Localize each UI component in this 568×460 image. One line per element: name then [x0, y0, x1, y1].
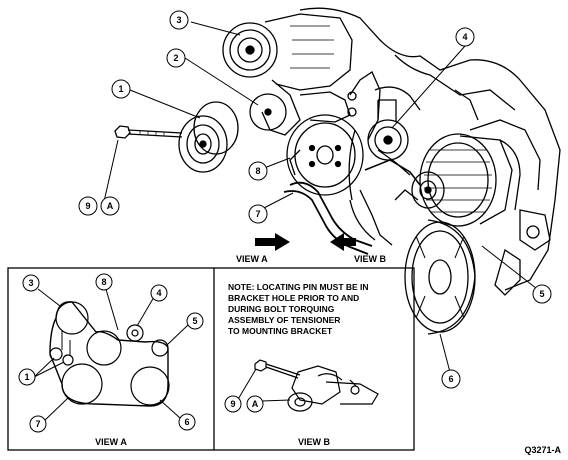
view-b-callout-9: 9	[224, 395, 242, 413]
callout-5-label: 5	[539, 289, 544, 299]
callout-6: 6	[441, 369, 461, 389]
note-line-1: NOTE: LOCATING PIN MUST BE IN	[228, 282, 369, 292]
callout-6-label: 6	[448, 374, 453, 384]
view-a-arrow: VIEW A	[236, 233, 290, 264]
view-b-arrow: VIEW B	[330, 233, 387, 264]
callout-4: 4	[455, 27, 475, 47]
callout-1-label: 1	[118, 84, 123, 94]
view-a-callout-4-label: 4	[156, 288, 161, 298]
view-a-belt-diagram	[49, 301, 170, 407]
main-callouts	[102, 21, 542, 377]
callout-9: 9	[78, 196, 98, 216]
view-b-callout-9-label: 9	[230, 399, 235, 409]
callout-a-label: A	[107, 201, 114, 211]
view-a-callout-7: 7	[29, 415, 47, 433]
view-a-callout-7-label: 7	[35, 419, 40, 429]
view-b-callout-a-label: A	[252, 399, 259, 409]
callout-3: 3	[169, 10, 189, 30]
view-b-callout-a: A	[246, 395, 264, 413]
callout-1: 1	[111, 79, 131, 99]
engine-illustration	[114, 7, 561, 335]
figure-code: Q3271-A	[524, 445, 561, 455]
view-a-callout-1-label: 1	[24, 372, 29, 382]
callout-2-label: 2	[173, 53, 178, 63]
view-a-callout-3-label: 3	[28, 278, 33, 288]
view-a-callout-6: 6	[178, 413, 196, 431]
inset-frame	[7, 267, 415, 451]
view-b-note: NOTE: LOCATING PIN MUST BE IN BRACKET HO…	[228, 282, 371, 336]
view-a-callout-5-label: 5	[192, 316, 197, 326]
view-a-callout-4: 4	[150, 284, 168, 302]
view-a-callout-3: 3	[22, 274, 40, 292]
view-a-inset: 3 8 4 5 1 7 6 VIEW A	[18, 273, 204, 447]
view-a-callout-8-label: 8	[101, 277, 106, 287]
view-a-callout-8: 8	[95, 273, 113, 291]
view-b-leaders	[236, 368, 291, 402]
callout-3-label: 3	[176, 15, 181, 25]
callout-4-label: 4	[462, 32, 467, 42]
callout-8: 8	[248, 161, 268, 181]
callout-5: 5	[532, 284, 552, 304]
note-line-3: DURING BOLT TORQUING	[228, 304, 335, 314]
view-b-label: VIEW B	[298, 437, 331, 447]
callout-a: A	[100, 196, 120, 216]
callout-7: 7	[248, 204, 268, 224]
callout-9-label: 9	[85, 201, 90, 211]
note-line-5: TO MOUNTING BRACKET	[228, 326, 333, 336]
note-line-2: BRACKET HOLE PRIOR TO AND	[228, 293, 359, 303]
callout-7-label: 7	[255, 209, 260, 219]
view-a-arrow-label: VIEW A	[236, 254, 268, 264]
view-a-leaders	[33, 285, 189, 423]
view-a-callout-1: 1	[18, 368, 36, 386]
callout-8-label: 8	[255, 166, 260, 176]
view-b-arrow-label: VIEW B	[354, 254, 387, 264]
note-line-4: ASSEMBLY OF TENSIONER	[228, 315, 340, 325]
view-b-tensioner-drawing	[254, 359, 379, 412]
view-a-callout-5: 5	[186, 312, 204, 330]
view-a-label: VIEW A	[95, 437, 127, 447]
view-b-inset: NOTE: LOCATING PIN MUST BE IN BRACKET HO…	[224, 282, 379, 447]
callout-2: 2	[166, 48, 186, 68]
view-a-callout-6-label: 6	[184, 417, 189, 427]
